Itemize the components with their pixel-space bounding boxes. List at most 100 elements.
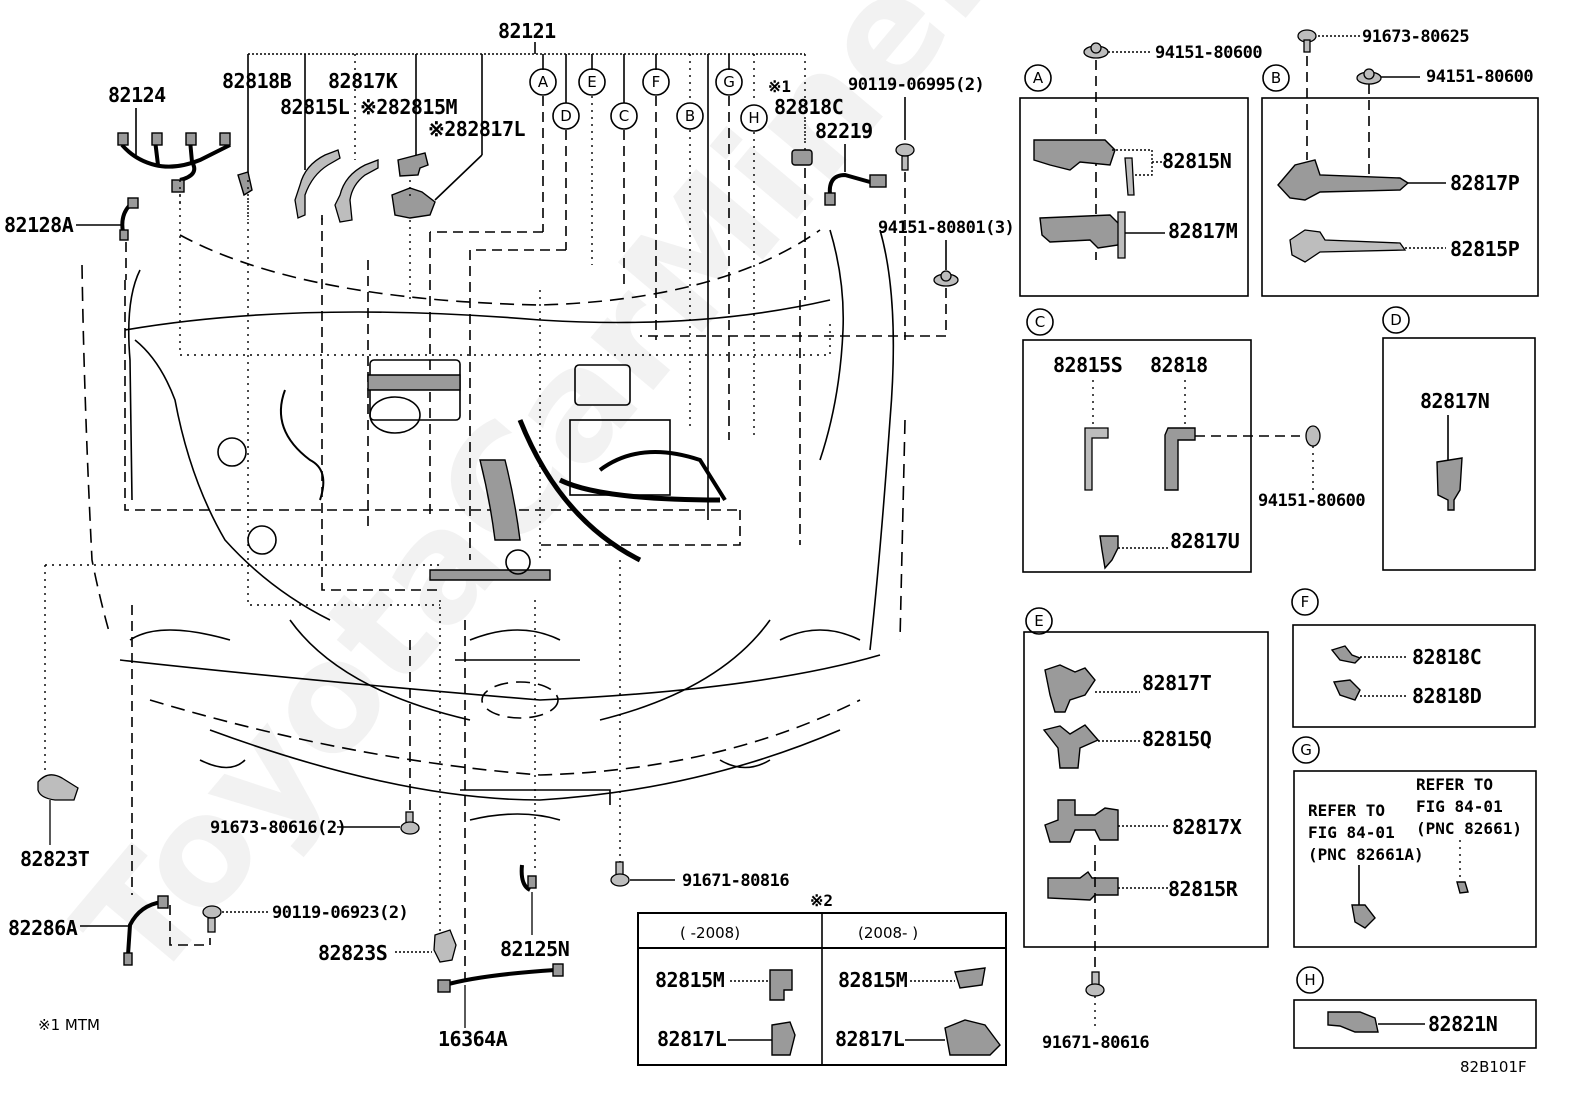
label-91673-80625[interactable]: 91673-80625 bbox=[1362, 27, 1470, 47]
part-82817M[interactable]: 82817M bbox=[1039, 211, 1238, 259]
callout-G-detail[interactable]: G bbox=[1292, 736, 1320, 764]
label-82128A: 82128A bbox=[4, 213, 74, 237]
svg-text:REFER TO: REFER TO bbox=[1416, 775, 1493, 794]
svg-text:F: F bbox=[652, 73, 661, 91]
fastener-91671-80616[interactable]: 91671-80616 bbox=[1042, 971, 1150, 1053]
part-82823S[interactable]: 82823S bbox=[318, 600, 466, 980]
part-82815Q[interactable]: 82815Q bbox=[1042, 724, 1212, 769]
callout-H-detail[interactable]: H bbox=[1296, 966, 1324, 994]
variant-table: ※2 ( -2008) (2008- ) 82815M 82815M 82817… bbox=[637, 891, 1007, 1066]
part-16364A[interactable]: 16364A bbox=[437, 963, 564, 1051]
fastener-91673-80616[interactable]: 91673-80616(2) bbox=[210, 640, 420, 838]
svg-text:82815M: 82815M bbox=[655, 968, 725, 992]
note-mtm: ※1 MTM bbox=[38, 1016, 100, 1034]
part-82818[interactable]: 82818 bbox=[1150, 353, 1300, 491]
callout-A[interactable]: A bbox=[529, 68, 557, 96]
svg-text:E: E bbox=[587, 73, 596, 91]
label-82818C: 82818C bbox=[774, 95, 843, 119]
part-82817N[interactable]: 82817N bbox=[1420, 389, 1490, 511]
part-82823T[interactable]: 82823T bbox=[20, 565, 90, 871]
svg-text:H: H bbox=[1304, 971, 1315, 989]
table-header-pre-2008: ( -2008) bbox=[680, 924, 740, 942]
callout-B-detail[interactable]: B bbox=[1262, 64, 1290, 92]
part-82815N[interactable]: 82815N bbox=[1033, 139, 1232, 196]
detail-box-G: G REFER TO FIG 84-01 (PNC 82661A) REFER … bbox=[1292, 736, 1537, 948]
label-82124: 82124 bbox=[108, 83, 166, 107]
fastener-94151-80801[interactable]: 94151-80801(3) bbox=[640, 218, 1015, 337]
part-82817X[interactable]: 82817X bbox=[1044, 799, 1242, 843]
svg-text:82815M: 82815M bbox=[838, 968, 908, 992]
part-82219[interactable]: 82219 bbox=[815, 119, 887, 206]
table-row[interactable]: 82815M 82815M bbox=[655, 967, 986, 1001]
note2-mark: ※2 bbox=[810, 891, 833, 910]
label-82818B: 82818B bbox=[222, 69, 292, 93]
fastener-91671-80816[interactable]: 91671-80816 bbox=[610, 560, 790, 891]
label-82121[interactable]: 82121 bbox=[498, 19, 557, 43]
part-82817L-top[interactable]: ※282817L bbox=[391, 117, 526, 219]
label-94151-80600-A[interactable]: 94151-80600 bbox=[1155, 43, 1263, 63]
svg-text:91671-80616: 91671-80616 bbox=[1042, 1033, 1149, 1053]
part-82815P[interactable]: 82815P bbox=[1289, 229, 1520, 263]
fastener-90119-06995[interactable]: 90119-06995(2) bbox=[848, 75, 985, 340]
part-82815L[interactable]: 82815L bbox=[280, 95, 350, 219]
callout-H[interactable]: H bbox=[740, 104, 768, 132]
part-82818C-main[interactable]: ※1 82818C bbox=[768, 77, 844, 300]
label-82815M-top: ※282815M bbox=[360, 95, 458, 119]
part-82817P[interactable]: 82817P bbox=[1277, 159, 1520, 201]
svg-text:H: H bbox=[748, 109, 759, 127]
label-91673-80616: 91673-80616(2) bbox=[210, 818, 346, 838]
callout-F-detail[interactable]: F bbox=[1291, 588, 1319, 616]
table-row[interactable]: 82817L 82817L bbox=[657, 1019, 1001, 1056]
part-82128A[interactable]: 82128A bbox=[4, 197, 139, 241]
fastener-90119-06923[interactable]: 90119-06923(2) bbox=[202, 903, 409, 933]
callout-E[interactable]: E bbox=[578, 68, 606, 96]
label-82125N: 82125N bbox=[500, 937, 569, 961]
svg-text:82815S: 82815S bbox=[1053, 353, 1122, 377]
callout-C[interactable]: C bbox=[610, 102, 638, 130]
part-82815S[interactable]: 82815S bbox=[1053, 353, 1123, 491]
part-82815R[interactable]: 82815R bbox=[1047, 870, 1239, 901]
part-82818B[interactable]: 82818B bbox=[222, 69, 292, 197]
callout-E-detail[interactable]: E bbox=[1025, 607, 1053, 635]
part-82818D[interactable]: 82818D bbox=[1332, 679, 1482, 708]
part-82125N[interactable]: 82125N bbox=[500, 600, 570, 961]
callout-D[interactable]: D bbox=[552, 102, 580, 130]
part-drop-lines bbox=[125, 180, 411, 280]
part-82817U[interactable]: 82817U bbox=[1099, 529, 1240, 570]
part-82818C[interactable]: 82818C bbox=[1330, 645, 1482, 669]
part-82817T[interactable]: 82817T bbox=[1044, 664, 1212, 713]
svg-text:82817L: 82817L bbox=[657, 1027, 727, 1051]
label-94151-80600-B[interactable]: 94151-80600 bbox=[1426, 67, 1534, 87]
part-82815M-top[interactable]: ※282815M bbox=[360, 95, 458, 177]
fastener-94151-80600-C[interactable]: 94151-80600 bbox=[1258, 425, 1366, 511]
part-82821N[interactable]: 82821N bbox=[1327, 1011, 1498, 1036]
callout-G[interactable]: G bbox=[715, 68, 743, 96]
part-82124[interactable]: 82124 bbox=[108, 83, 231, 193]
callout-C-detail[interactable]: C bbox=[1026, 308, 1054, 336]
ref-pnc-82661[interactable]: REFER TO FIG 84-01 (PNC 82661) bbox=[1416, 775, 1522, 894]
svg-text:D: D bbox=[560, 107, 572, 125]
label-82219: 82219 bbox=[815, 119, 873, 143]
svg-text:B: B bbox=[685, 107, 695, 125]
label-82817L-top: ※282817L bbox=[428, 117, 526, 141]
callout-D-detail[interactable]: D bbox=[1382, 306, 1410, 334]
svg-text:82818C: 82818C bbox=[1412, 645, 1481, 669]
callout-B[interactable]: B bbox=[676, 102, 704, 130]
svg-text:E: E bbox=[1034, 612, 1043, 630]
svg-text:(PNC 82661A): (PNC 82661A) bbox=[1308, 845, 1424, 864]
label-90119-06995: 90119-06995(2) bbox=[848, 75, 984, 95]
part-82286A[interactable]: 82286A bbox=[8, 605, 211, 966]
part-82817K[interactable]: 82817K bbox=[328, 69, 398, 223]
svg-text:82821N: 82821N bbox=[1428, 1012, 1497, 1036]
svg-text:82815R: 82815R bbox=[1168, 877, 1239, 901]
label-91671-80816: 91671-80816 bbox=[682, 871, 789, 891]
svg-text:82817M: 82817M bbox=[1168, 219, 1238, 243]
callout-drop-lines bbox=[430, 96, 755, 440]
callout-A-detail[interactable]: A bbox=[1024, 64, 1052, 92]
svg-text:A: A bbox=[538, 73, 549, 91]
svg-text:C: C bbox=[1035, 313, 1045, 331]
detail-box-F: F 82818C 82818D bbox=[1291, 588, 1536, 728]
callout-F[interactable]: F bbox=[642, 68, 670, 96]
ref-pnc-82661A[interactable]: REFER TO FIG 84-01 (PNC 82661A) bbox=[1308, 801, 1424, 929]
